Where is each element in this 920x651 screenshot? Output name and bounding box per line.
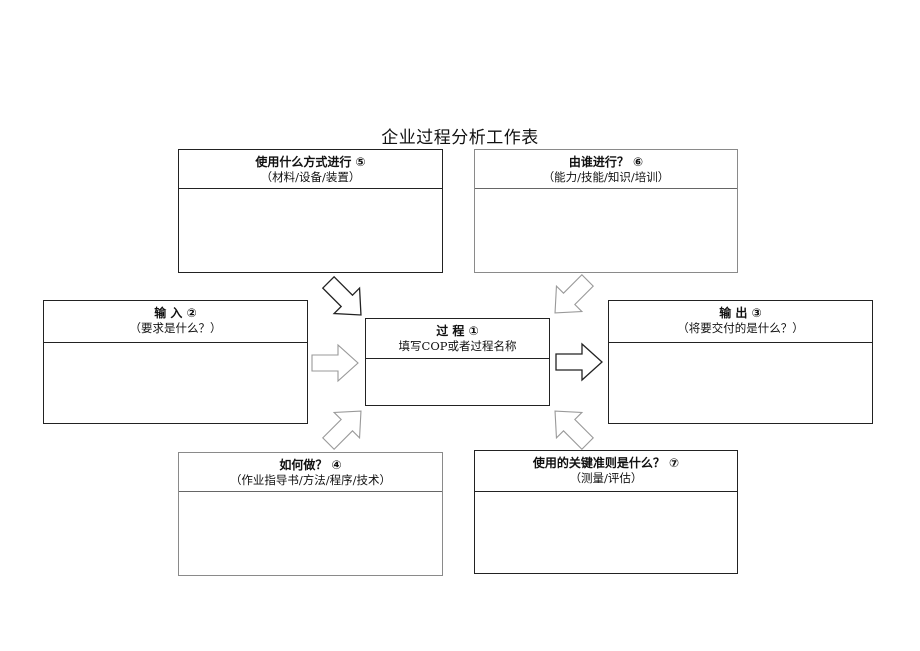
box-process-header: 过 程 ① 填写COP或者过程名称 <box>366 319 549 359</box>
box-input-title: 输 入 ② <box>154 306 197 320</box>
arrow-right-icon <box>311 344 359 382</box>
box-who-header: 由谁进行？ ⑥ （能力/技能/知识/培训） <box>475 150 737 189</box>
arrow-down-left-icon <box>541 267 601 327</box>
box-process-title: 过 程 ① <box>436 324 479 338</box>
arrow-up-left-icon <box>541 397 601 457</box>
arrow-right-icon <box>555 343 603 381</box>
box-who-subtitle: （能力/技能/知识/培训） <box>542 170 670 184</box>
page-title: 企业过程分析工作表 <box>381 128 539 148</box>
box-who: 由谁进行？ ⑥ （能力/技能/知识/培训） <box>474 149 738 273</box>
box-what-with: 使用什么方式进行 ⑤ （材料/设备/装置） <box>178 149 443 273</box>
box-how-title: 如何做？ ④ <box>279 458 342 472</box>
box-criteria-title: 使用的关键准则是什么？ ⑦ <box>532 456 680 470</box>
box-process-subtitle: 填写COP或者过程名称 <box>398 339 517 353</box>
box-input-subtitle: （要求是什么？） <box>129 321 222 335</box>
box-output-subtitle: （将要交付的是什么？） <box>677 321 804 335</box>
arrow-right-icon <box>315 269 375 329</box>
box-how-header: 如何做？ ④ （作业指导书/方法/程序/技术） <box>179 453 442 492</box>
box-what-with-subtitle: （材料/设备/装置） <box>260 170 361 184</box>
arrow-up-right-icon <box>315 397 375 457</box>
box-what-with-header: 使用什么方式进行 ⑤ （材料/设备/装置） <box>179 150 442 189</box>
box-output: 输 出 ③ （将要交付的是什么？） <box>608 300 873 424</box>
box-output-title: 输 出 ③ <box>719 306 762 320</box>
box-how: 如何做？ ④ （作业指导书/方法/程序/技术） <box>178 452 443 576</box>
box-input: 输 入 ② （要求是什么？） <box>43 300 308 424</box>
box-criteria-header: 使用的关键准则是什么？ ⑦ （测量/评估） <box>475 451 737 492</box>
box-what-with-title: 使用什么方式进行 ⑤ <box>255 155 366 169</box>
box-who-title: 由谁进行？ ⑥ <box>568 155 644 169</box>
box-process: 过 程 ① 填写COP或者过程名称 <box>365 318 550 406</box>
box-output-header: 输 出 ③ （将要交付的是什么？） <box>609 301 872 343</box>
box-how-subtitle: （作业指导书/方法/程序/技术） <box>229 473 392 487</box>
box-input-header: 输 入 ② （要求是什么？） <box>44 301 307 343</box>
box-criteria-subtitle: （测量/评估） <box>569 471 643 485</box>
box-criteria: 使用的关键准则是什么？ ⑦ （测量/评估） <box>474 450 738 574</box>
